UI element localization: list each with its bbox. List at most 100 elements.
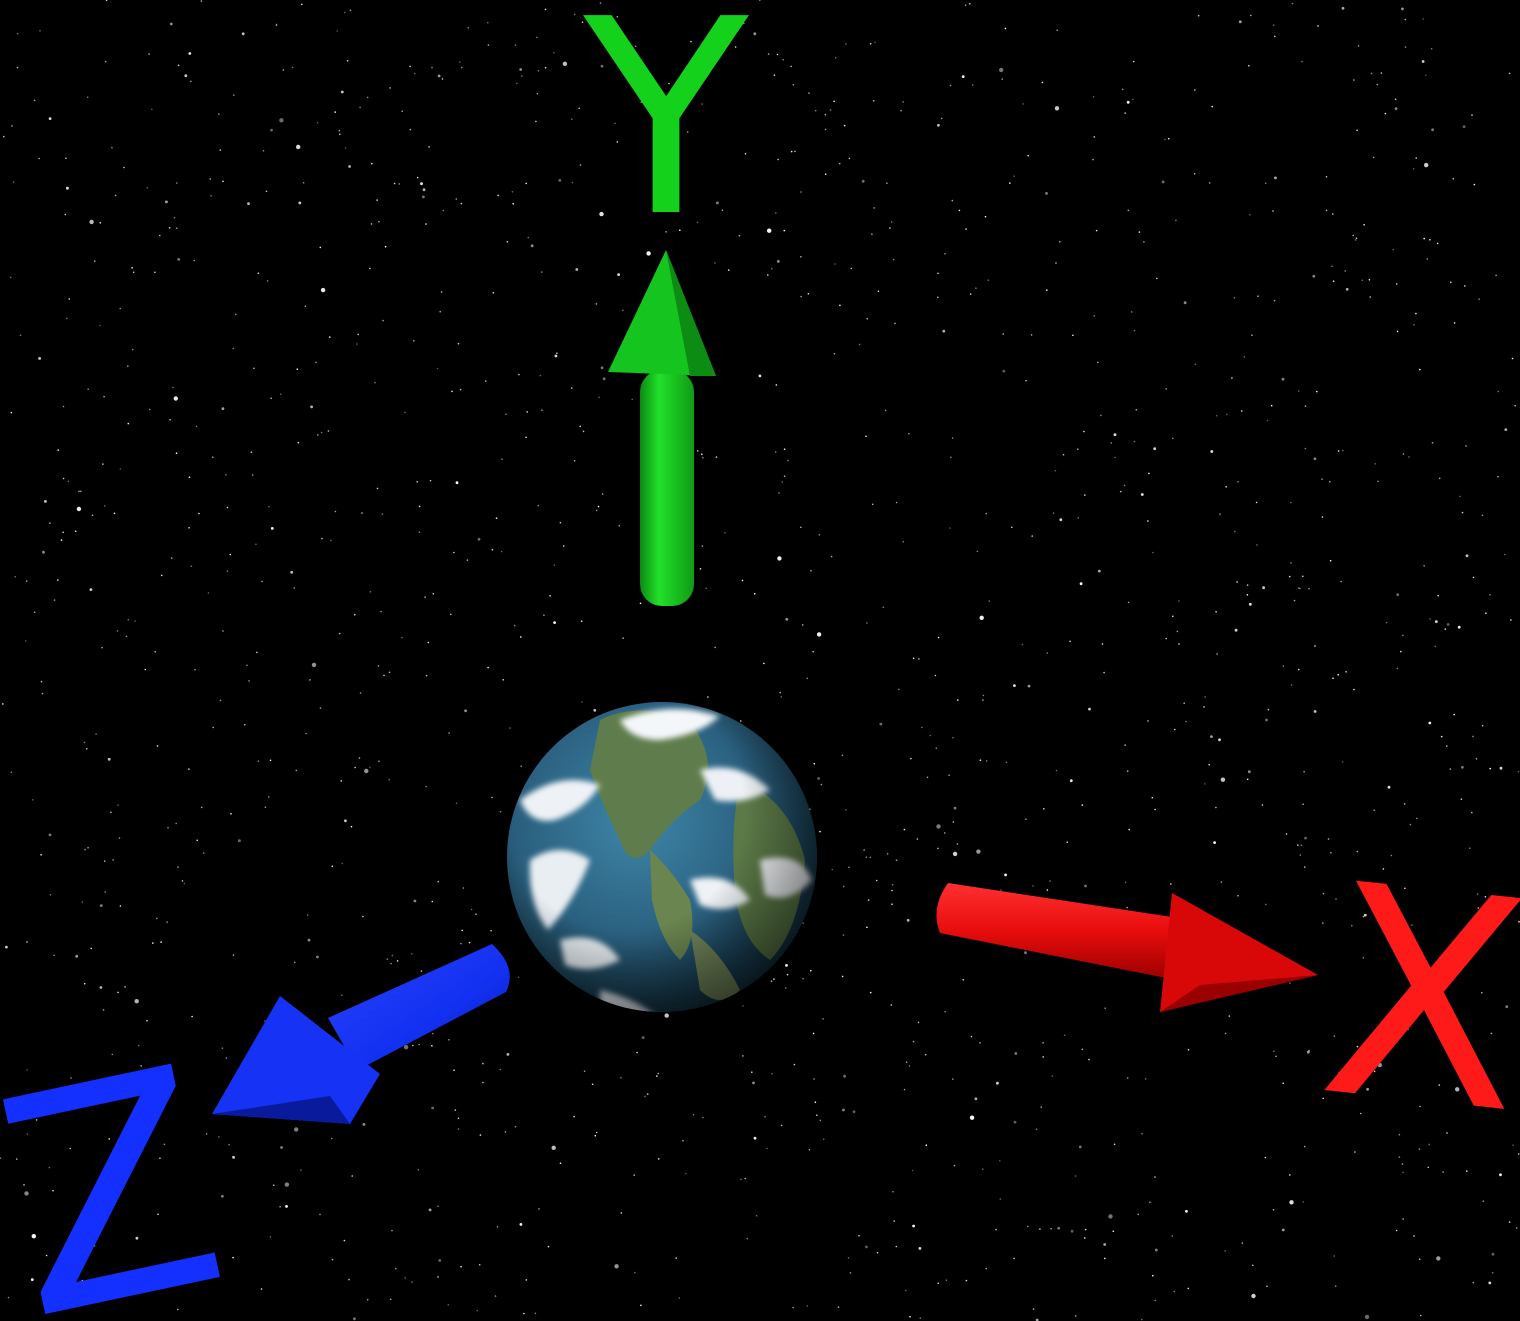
star bbox=[1082, 1049, 1084, 1051]
star bbox=[100, 222, 102, 224]
star bbox=[354, 767, 356, 769]
star bbox=[965, 228, 967, 230]
star bbox=[809, 1149, 811, 1151]
star bbox=[656, 1075, 658, 1077]
star bbox=[1085, 1229, 1087, 1231]
star bbox=[701, 453, 703, 455]
star bbox=[233, 348, 235, 350]
star bbox=[920, 1317, 922, 1319]
star bbox=[1084, 1237, 1086, 1239]
star bbox=[903, 541, 905, 543]
star bbox=[790, 66, 792, 68]
star bbox=[596, 510, 598, 512]
star bbox=[377, 488, 379, 490]
star bbox=[68, 481, 70, 483]
star bbox=[17, 67, 19, 69]
star bbox=[1204, 696, 1206, 698]
star bbox=[156, 918, 158, 920]
star bbox=[702, 545, 704, 547]
star bbox=[169, 227, 171, 229]
star bbox=[312, 663, 316, 667]
star bbox=[1485, 612, 1487, 614]
star bbox=[1145, 1078, 1147, 1080]
star bbox=[1174, 729, 1176, 731]
star bbox=[877, 1252, 879, 1254]
star bbox=[1314, 710, 1317, 713]
star bbox=[1154, 1176, 1156, 1178]
star bbox=[390, 963, 392, 965]
star bbox=[1396, 593, 1399, 596]
star bbox=[476, 1310, 478, 1312]
star bbox=[1221, 778, 1225, 782]
star bbox=[305, 733, 307, 735]
star bbox=[1177, 631, 1179, 633]
star bbox=[75, 531, 77, 533]
star bbox=[212, 456, 214, 458]
star bbox=[1141, 1133, 1143, 1135]
star bbox=[1210, 735, 1213, 738]
star bbox=[1439, 478, 1441, 480]
star bbox=[792, 1307, 794, 1309]
star bbox=[800, 527, 802, 529]
star bbox=[1419, 369, 1421, 371]
star bbox=[38, 357, 41, 360]
star bbox=[783, 59, 785, 61]
star bbox=[1385, 113, 1387, 115]
star bbox=[812, 651, 814, 653]
star bbox=[839, 163, 841, 165]
star bbox=[321, 432, 323, 434]
star bbox=[1353, 79, 1355, 81]
star bbox=[425, 786, 427, 788]
star bbox=[488, 44, 490, 46]
star bbox=[1248, 65, 1250, 67]
star bbox=[251, 451, 253, 453]
star bbox=[995, 1229, 997, 1231]
star bbox=[1272, 210, 1274, 212]
star bbox=[1342, 761, 1344, 763]
star bbox=[581, 620, 583, 622]
star bbox=[538, 70, 540, 72]
star bbox=[344, 1240, 346, 1242]
star bbox=[363, 1123, 366, 1126]
star bbox=[246, 665, 248, 667]
star bbox=[1075, 1315, 1077, 1317]
star bbox=[913, 1041, 915, 1043]
star bbox=[842, 755, 844, 757]
star bbox=[53, 955, 55, 957]
star bbox=[560, 1162, 562, 1164]
star bbox=[321, 538, 323, 540]
star bbox=[11, 125, 13, 127]
star bbox=[868, 899, 870, 901]
star bbox=[777, 556, 781, 560]
star bbox=[891, 903, 893, 905]
star bbox=[1489, 768, 1491, 770]
star bbox=[451, 391, 453, 393]
star bbox=[1128, 602, 1130, 604]
star bbox=[558, 179, 561, 182]
star bbox=[1188, 1288, 1190, 1290]
star bbox=[61, 539, 63, 541]
star bbox=[354, 614, 356, 616]
star bbox=[26, 941, 28, 943]
star bbox=[540, 375, 542, 377]
star bbox=[909, 1065, 911, 1067]
star bbox=[387, 958, 389, 960]
star bbox=[34, 100, 36, 102]
star bbox=[538, 1208, 540, 1210]
star bbox=[190, 81, 192, 83]
star bbox=[1132, 99, 1134, 101]
star bbox=[1286, 833, 1288, 835]
star bbox=[843, 934, 845, 936]
star bbox=[886, 182, 888, 184]
star bbox=[1136, 409, 1138, 411]
star bbox=[1482, 725, 1484, 727]
star bbox=[1401, 7, 1404, 10]
star bbox=[218, 1136, 220, 1138]
star bbox=[84, 983, 86, 985]
star bbox=[985, 216, 987, 218]
star bbox=[1082, 804, 1084, 806]
star bbox=[1402, 635, 1404, 637]
star bbox=[437, 368, 439, 370]
star bbox=[1143, 241, 1145, 243]
star bbox=[555, 355, 558, 358]
